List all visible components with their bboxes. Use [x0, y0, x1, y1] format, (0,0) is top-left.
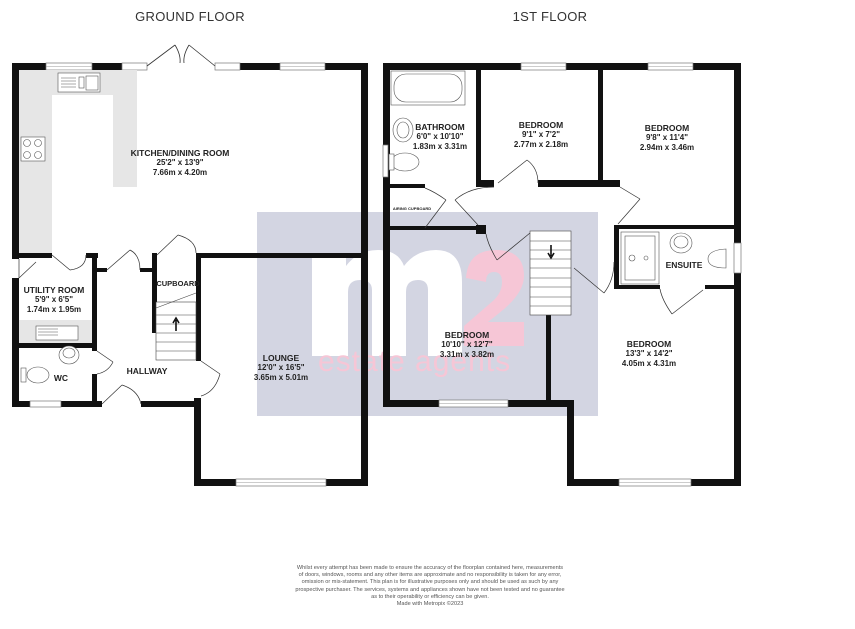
room-dimensions-imperial: 13'3" x 14'2"	[625, 349, 673, 358]
disclaimer-line: of doors, windows, rooms and any other i…	[298, 572, 562, 579]
room-name: CUPBOARD	[156, 279, 200, 288]
room-dimensions-metric: 3.65m x 5.01m	[253, 373, 309, 382]
room-name: AIRING CUPBOARD	[392, 206, 432, 211]
room-bedroom-middle: BEDROOM 10'10" x 12'7" 3.31m x 3.82m	[440, 330, 494, 360]
room-name: BEDROOM	[626, 339, 672, 349]
room-dimensions-metric: 1.83m x 3.31m	[412, 142, 468, 151]
disclaimer-credit: Made with Metropix ©2023	[396, 601, 464, 608]
room-dimensions-imperial: 25'2" x 13'9"	[156, 158, 204, 167]
disclaimer-line: omission or mis-statement. This plan is …	[301, 579, 559, 586]
room-dimensions-metric: 1.74m x 1.95m	[26, 305, 82, 314]
room-name: WC	[53, 373, 69, 383]
room-kitchen-dining: KITCHEN/DINING ROOM 25'2" x 13'9" 7.66m …	[131, 148, 230, 178]
room-hallway: HALLWAY	[127, 366, 168, 376]
watermark-tagline: estate agents	[318, 345, 512, 378]
room-name: BATHROOM	[415, 122, 465, 132]
room-name: ENSUITE	[665, 260, 703, 270]
watermark-logo-2	[462, 250, 526, 346]
room-bedroom-small: BEDROOM 9'1" x 7'2" 2.77m x 2.18m	[514, 120, 568, 150]
room-name: LOUNGE	[262, 353, 300, 363]
room-bedroom-top-right: BEDROOM 9'8" x 11'4" 2.94m x 3.46m	[640, 123, 694, 153]
room-cupboard: CUPBOARD	[156, 279, 199, 289]
room-dimensions-imperial: 12'0" x 16'5"	[257, 363, 305, 372]
disclaimer: Whilst every attempt has been made to en…	[270, 565, 590, 608]
room-lounge: LOUNGE 12'0" x 16'5" 3.65m x 5.01m	[254, 353, 308, 383]
room-bedroom-master: BEDROOM 13'3" x 14'2" 4.05m x 4.31m	[622, 339, 676, 369]
room-wc: WC	[54, 373, 68, 383]
room-name: BEDROOM	[518, 120, 564, 130]
room-name: KITCHEN/DINING ROOM	[130, 148, 230, 158]
room-ensuite: ENSUITE	[666, 260, 703, 270]
disclaimer-line: Whilst every attempt has been made to en…	[296, 565, 564, 571]
room-name: HALLWAY	[126, 366, 168, 376]
room-utility: UTILITY ROOM 5'9" x 6'5" 1.74m x 1.95m	[24, 285, 85, 315]
room-dimensions-imperial: 5'9" x 6'5"	[34, 295, 74, 304]
disclaimer-line: prospective purchaser. The services, sys…	[295, 586, 565, 593]
room-dimensions-imperial: 9'8" x 11'4"	[645, 133, 689, 142]
room-dimensions-metric: 4.05m x 4.31m	[621, 359, 677, 368]
room-name: UTILITY ROOM	[23, 285, 85, 295]
room-dimensions-imperial: 10'10" x 12'7"	[441, 340, 493, 349]
disclaimer-line: as to their operability or efficiency ca…	[371, 593, 489, 600]
room-dimensions-metric: 2.77m x 2.18m	[513, 140, 569, 149]
room-dimensions-metric: 2.94m x 3.46m	[639, 143, 695, 152]
room-airing-cupboard: AIRING CUPBOARD	[393, 204, 431, 214]
room-name: BEDROOM	[644, 123, 690, 133]
room-bathroom: BATHROOM 6'0" x 10'10" 1.83m x 3.31m	[413, 122, 467, 152]
room-dimensions-imperial: 9'1" x 7'2"	[521, 130, 561, 139]
room-dimensions-metric: 7.66m x 4.20m	[152, 168, 208, 177]
room-name: BEDROOM	[444, 330, 490, 340]
room-dimensions-imperial: 6'0" x 10'10"	[416, 132, 464, 141]
first-floor-title: 1ST FLOOR	[512, 9, 588, 24]
ground-floor-title: GROUND FLOOR	[135, 9, 245, 24]
room-dimensions-metric: 3.31m x 3.82m	[439, 350, 495, 359]
